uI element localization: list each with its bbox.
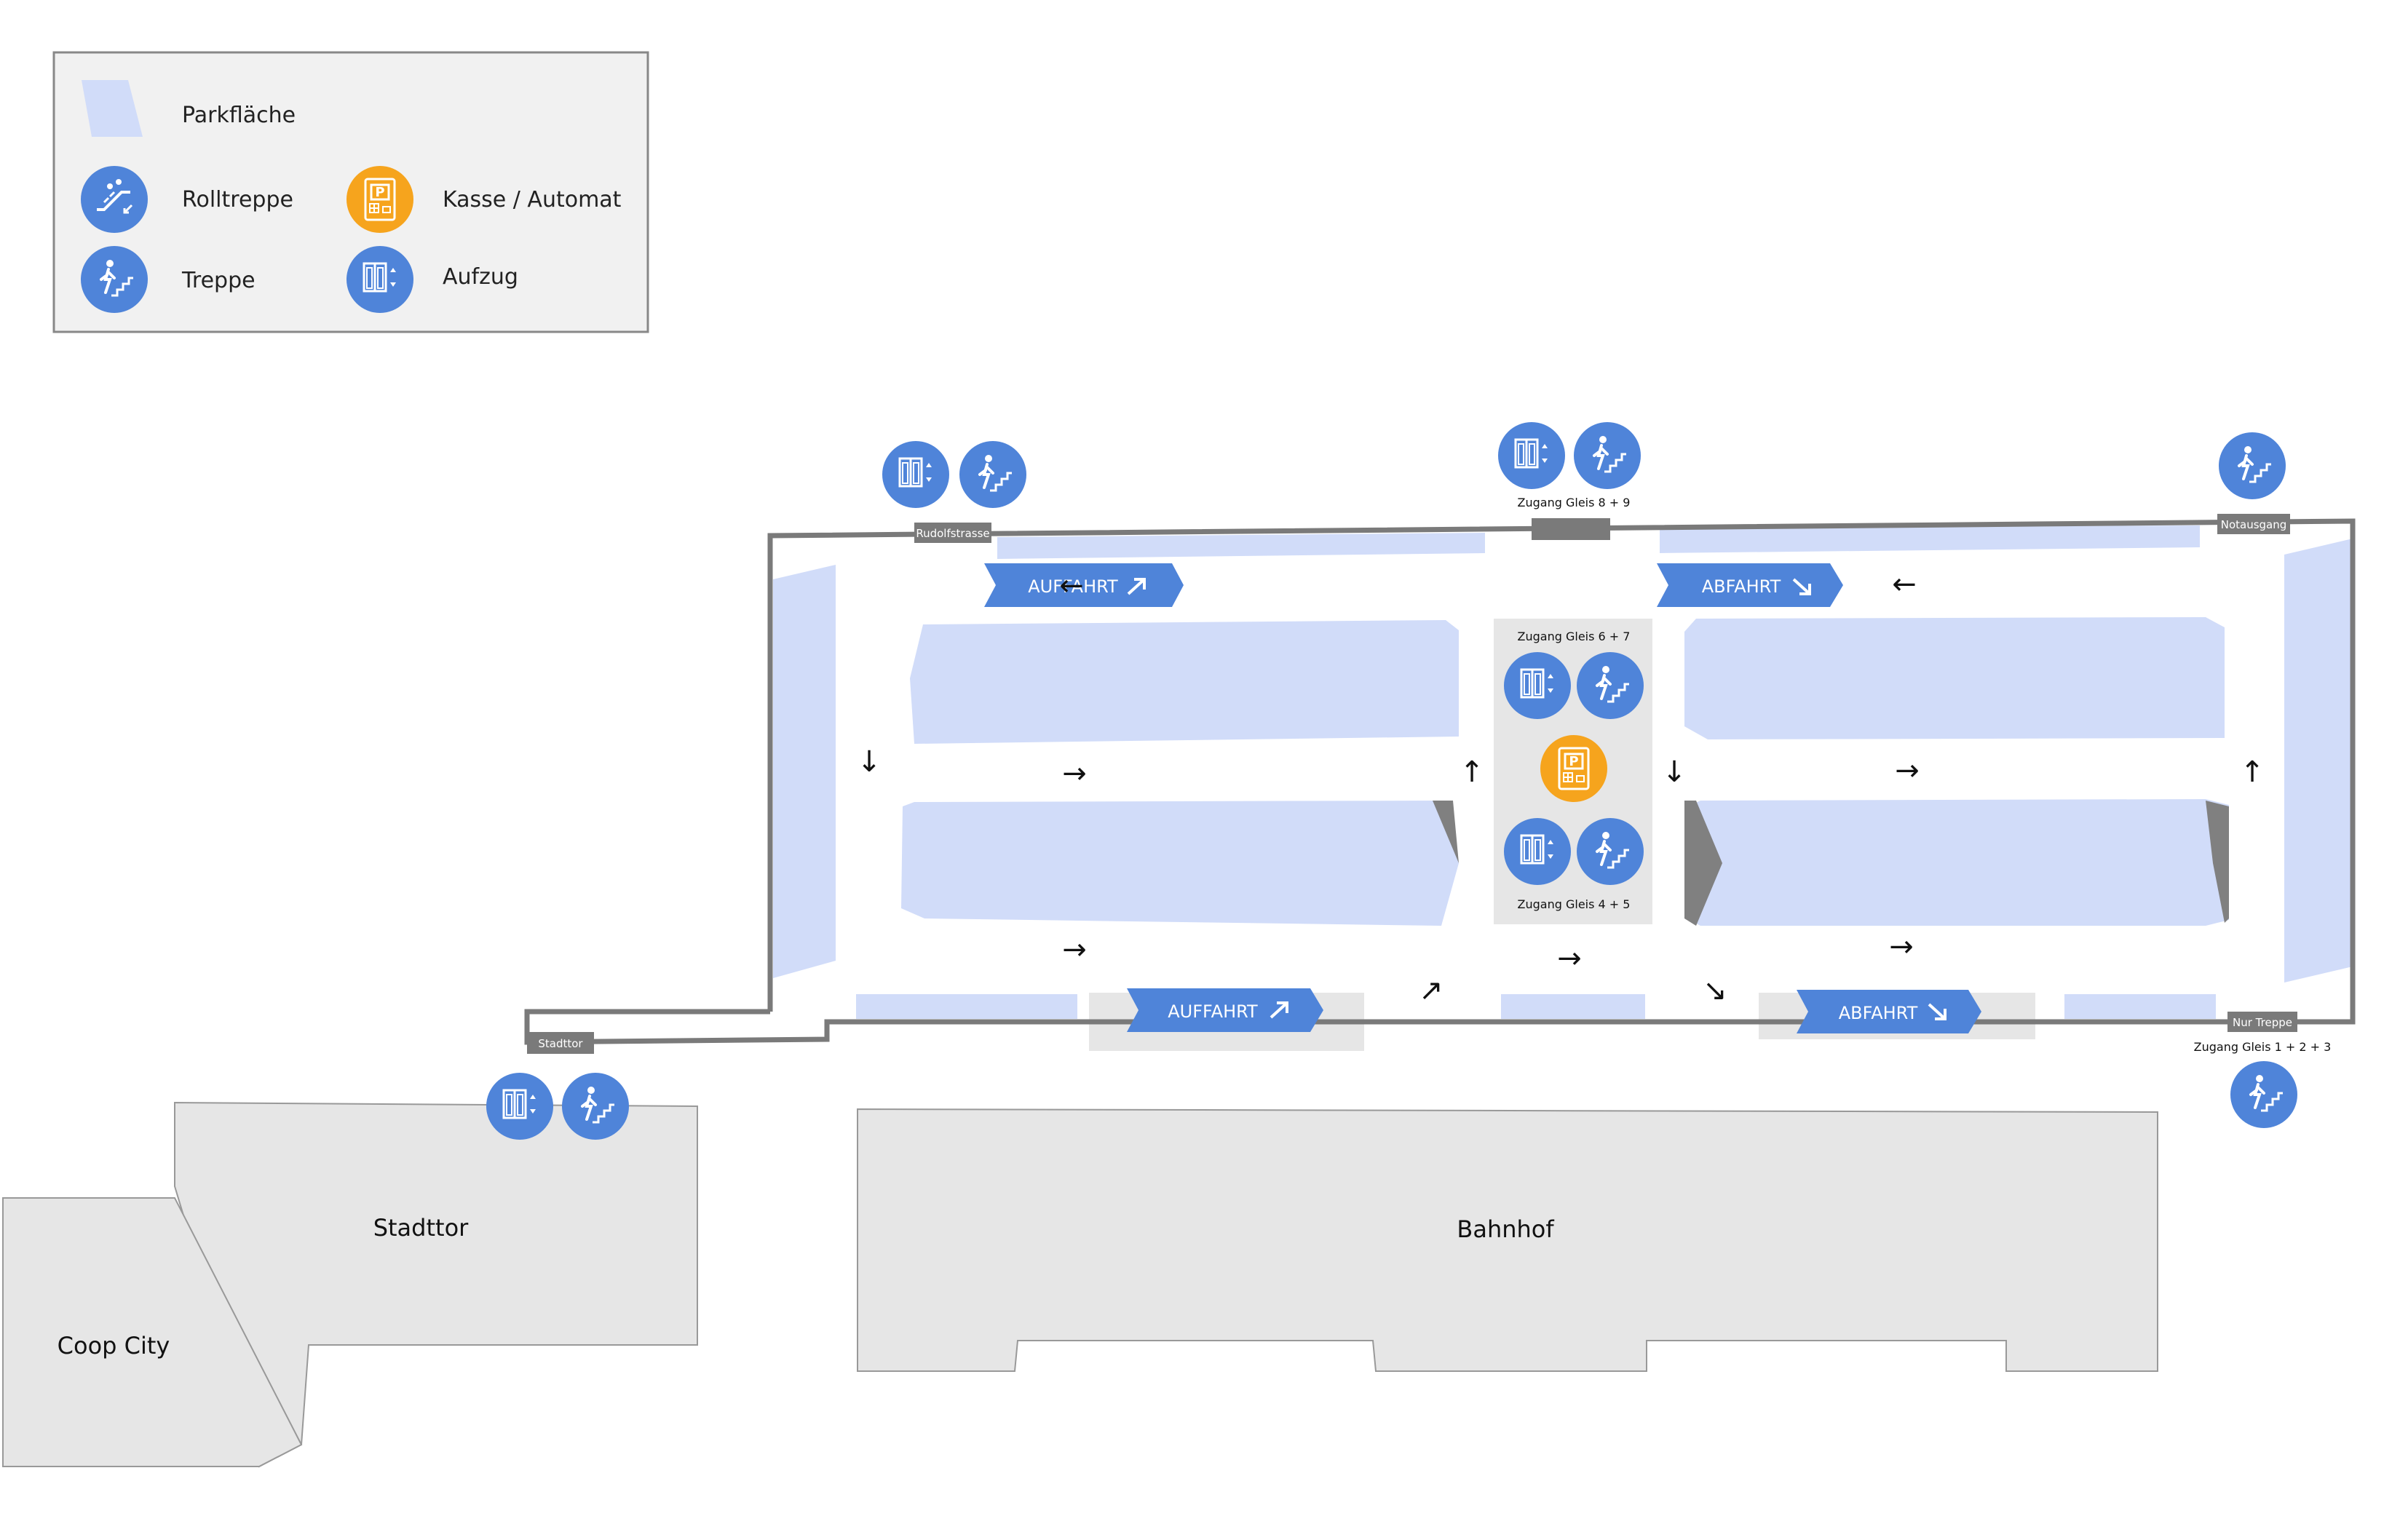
arrow-up-right-icon	[1127, 578, 1146, 595]
banner-abfahrt-top-label: ABFAHRT	[1702, 576, 1781, 597]
building-stadttor-label: Stadttor	[373, 1214, 469, 1242]
arrow-right-icon: →	[1062, 933, 1087, 967]
tag-stadttor	[527, 1032, 594, 1054]
stairs-icon[interactable]	[562, 1073, 629, 1140]
building-coop-city-label: Coop City	[58, 1332, 170, 1360]
parking-area-swatch	[82, 80, 143, 137]
parking-areas	[773, 525, 2353, 1019]
ramp-marker-d-left	[1684, 801, 1722, 926]
access-gleis-8-9-label: Zugang Gleis 8 + 9	[1518, 496, 1631, 509]
arrow-up-right-icon	[1270, 1001, 1288, 1019]
arrow-up-icon: ↑	[1460, 755, 1484, 789]
parking-top-left	[997, 533, 1485, 559]
tag-nur-treppe-label: Nur Treppe	[2233, 1016, 2292, 1029]
parking-top-right	[1660, 525, 2200, 553]
legend-elevator-label: Aufzug	[443, 264, 518, 290]
direction-arrows: ← ← ↓ → ↑ ↓ → ↑ → → → ↗ ↘	[857, 568, 2265, 1007]
garage-outline	[524, 518, 2356, 1045]
stairs-icon[interactable]	[1577, 652, 1644, 719]
parking-bottom-3	[2064, 994, 2216, 1019]
arrow-left-icon: ←	[1059, 569, 1084, 603]
tag-rudolfstrasse	[914, 523, 991, 543]
banner-auffahrt-bottom: AUFFAHRT	[1127, 988, 1323, 1032]
stairs-icon[interactable]	[2230, 1061, 2297, 1128]
legend-escalator-label: Rolltreppe	[182, 187, 293, 213]
arrow-right-icon: →	[1557, 942, 1582, 975]
cashier-icon	[346, 166, 413, 233]
stairs-icon[interactable]	[1577, 818, 1644, 885]
legend: Parkfläche Rolltreppe Treppe Kasse / Aut…	[52, 51, 649, 333]
banner-abfahrt-bottom: ABFAHRT	[1797, 990, 1981, 1033]
parking-block-b	[901, 801, 1459, 926]
parking-bottom-1	[856, 994, 1077, 1019]
parking-bottom-2	[1501, 994, 1645, 1019]
arrow-right-icon: →	[1889, 930, 1914, 964]
tag-stadttor-label: Stadttor	[538, 1037, 583, 1050]
arrow-right-icon: →	[1062, 757, 1087, 790]
access-gleis-4-5-label: Zugang Gleis 4 + 5	[1518, 897, 1631, 911]
garage-walls	[524, 518, 2356, 1045]
building-coop-city	[2, 1197, 303, 1467]
elevator-icon[interactable]	[882, 441, 949, 508]
banner-auffahrt-bottom-label: AUFFAHRT	[1168, 1001, 1258, 1022]
arrow-down-icon: ↓	[857, 745, 882, 779]
banner-abfahrt-top: ABFAHRT	[1657, 563, 1843, 607]
tag-notausgang-label: Notausgang	[2221, 518, 2287, 531]
legend-parking-label: Parkfläche	[182, 103, 296, 128]
banner-abfahrt-bottom-label: ABFAHRT	[1839, 1003, 1918, 1023]
exit-gleis-8-9	[1532, 518, 1610, 540]
parking-block-d	[1684, 799, 2229, 926]
parking-right-strip	[2284, 539, 2353, 983]
arrow-down-right-icon	[1928, 1003, 1947, 1020]
ramp-banners: AUFFAHRT ABFAHRT AUFFAHRT ABFAHRT	[984, 563, 1981, 1033]
ramp-marker-d-right	[2206, 801, 2229, 923]
arrow-down-icon: ↓	[1662, 755, 1687, 789]
buildings: Stadttor Coop City Bahnhof	[2, 1101, 2158, 1468]
tag-nur-treppe	[2227, 1012, 2297, 1032]
access-gleis-6-7-label: Zugang Gleis 6 + 7	[1518, 630, 1631, 643]
elevator-icon[interactable]	[1498, 422, 1565, 489]
tag-notausgang	[2217, 514, 2290, 534]
escalator-icon	[81, 166, 148, 233]
banner-auffahrt-top-label: AUFFAHRT	[1028, 576, 1118, 597]
parking-left-strip	[773, 565, 836, 978]
stairs-icon	[81, 246, 148, 313]
building-bahnhof	[857, 1108, 2158, 1372]
ramp-marker-b	[1433, 801, 1459, 863]
access-gleis-1-2-3-label: Zugang Gleis 1 + 2 + 3	[2194, 1040, 2332, 1054]
legend-stairs-label: Treppe	[181, 268, 256, 293]
arrow-up-right-icon: ↗	[1419, 974, 1443, 1007]
elevator-icon[interactable]	[486, 1073, 553, 1140]
arrow-down-right-icon	[1792, 578, 1811, 595]
arrow-up-icon: ↑	[2240, 755, 2265, 789]
stairs-icon[interactable]	[1574, 422, 1641, 489]
banner-auffahrt-top: AUFFAHRT	[984, 563, 1184, 607]
elevator-icon[interactable]	[1504, 652, 1571, 719]
stairs-icon[interactable]	[959, 441, 1026, 508]
elevator-icon[interactable]	[1504, 818, 1571, 885]
parking-block-a	[910, 620, 1459, 744]
arrow-left-icon: ←	[1892, 568, 1917, 601]
parking-block-c	[1684, 617, 2225, 739]
legend-cashier-label: Kasse / Automat	[443, 187, 622, 213]
service-icons	[486, 422, 2297, 1140]
tag-rudolfstrasse-label: Rudolfstrasse	[916, 527, 989, 540]
entry-tags: Rudolfstrasse Notausgang Stadttor Nur Tr…	[527, 514, 2297, 1054]
arrow-down-right-icon: ↘	[1703, 974, 1727, 1007]
stairs-icon[interactable]	[2219, 432, 2286, 499]
elevator-icon	[346, 246, 413, 313]
cashier-icon[interactable]	[1540, 735, 1607, 802]
arrow-right-icon: →	[1895, 754, 1920, 787]
building-bahnhof-label: Bahnhof	[1457, 1215, 1554, 1243]
